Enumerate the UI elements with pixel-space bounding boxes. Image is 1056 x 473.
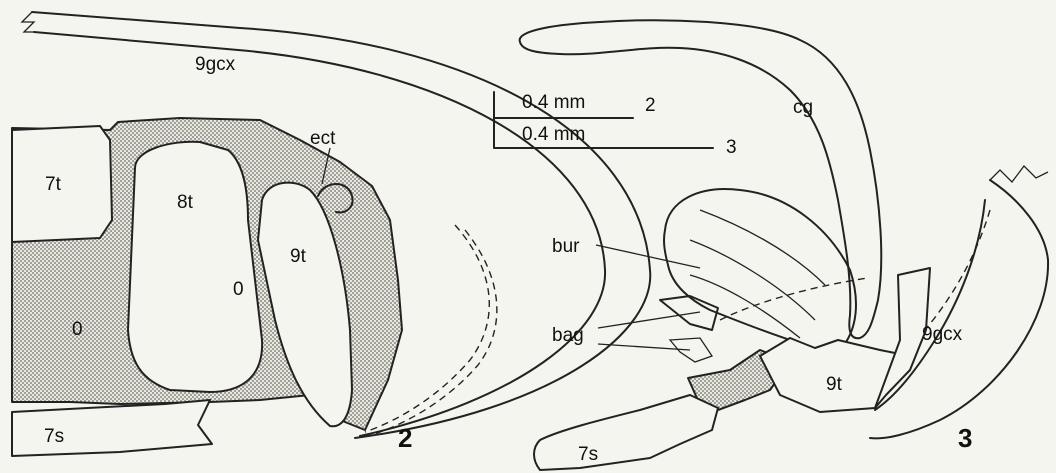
sclerite-7s-fig3 — [534, 395, 718, 470]
bursa-bur-folds — [690, 210, 825, 338]
bag-structure-lower — [670, 338, 712, 362]
scale-bar-fig-ref-2: 2 — [645, 95, 656, 116]
label-ect: ect — [310, 128, 336, 149]
bag-dashed-duct — [720, 278, 868, 320]
bursa-bur — [664, 189, 856, 354]
label-bur: bur — [552, 236, 580, 257]
gonocoxite-break-mark — [22, 12, 34, 32]
figure-number-3: 3 — [958, 423, 972, 453]
label-7s-fig2: 7s — [44, 426, 64, 447]
scale-bars: 0.4 mm 2 0.4 mm 3 — [494, 92, 737, 158]
bag-structure-upper — [660, 296, 718, 330]
label-9gcx-fig3: 9gcx — [922, 324, 963, 345]
gonocoxite-fig3-outer — [870, 180, 1048, 438]
figure-3: cg bur bag 9t 7s 9gcx 3 — [520, 20, 1048, 470]
label-zero-b: 0 — [72, 319, 83, 340]
label-7t: 7t — [45, 174, 62, 195]
scale-bar-fig-ref-3: 3 — [726, 137, 737, 158]
figure-number-2: 2 — [398, 423, 412, 453]
scale-bar-label-fig2: 0.4 mm — [522, 92, 585, 113]
sclerite-7t — [12, 126, 112, 242]
label-8t: 8t — [177, 192, 194, 213]
label-7s-fig3: 7s — [578, 444, 598, 465]
sclerite-8t — [128, 142, 262, 392]
sclerite-7s — [12, 400, 212, 456]
gland-cg — [520, 20, 882, 338]
label-9gcx-fig2: 9gcx — [195, 54, 236, 75]
gonocoxite-fig3-break-mark — [990, 166, 1048, 182]
scale-bar-label-fig3: 0.4 mm — [522, 124, 585, 145]
label-bag: bag — [552, 325, 584, 346]
label-cg: cg — [793, 97, 813, 118]
label-9t-fig3: 9t — [826, 374, 843, 395]
label-zero-a: 0 — [233, 279, 244, 300]
figure-2: 9gcx 7t 8t 9t 7s ect 0 0 2 — [12, 12, 650, 456]
label-9t-fig2: 9t — [290, 246, 307, 267]
